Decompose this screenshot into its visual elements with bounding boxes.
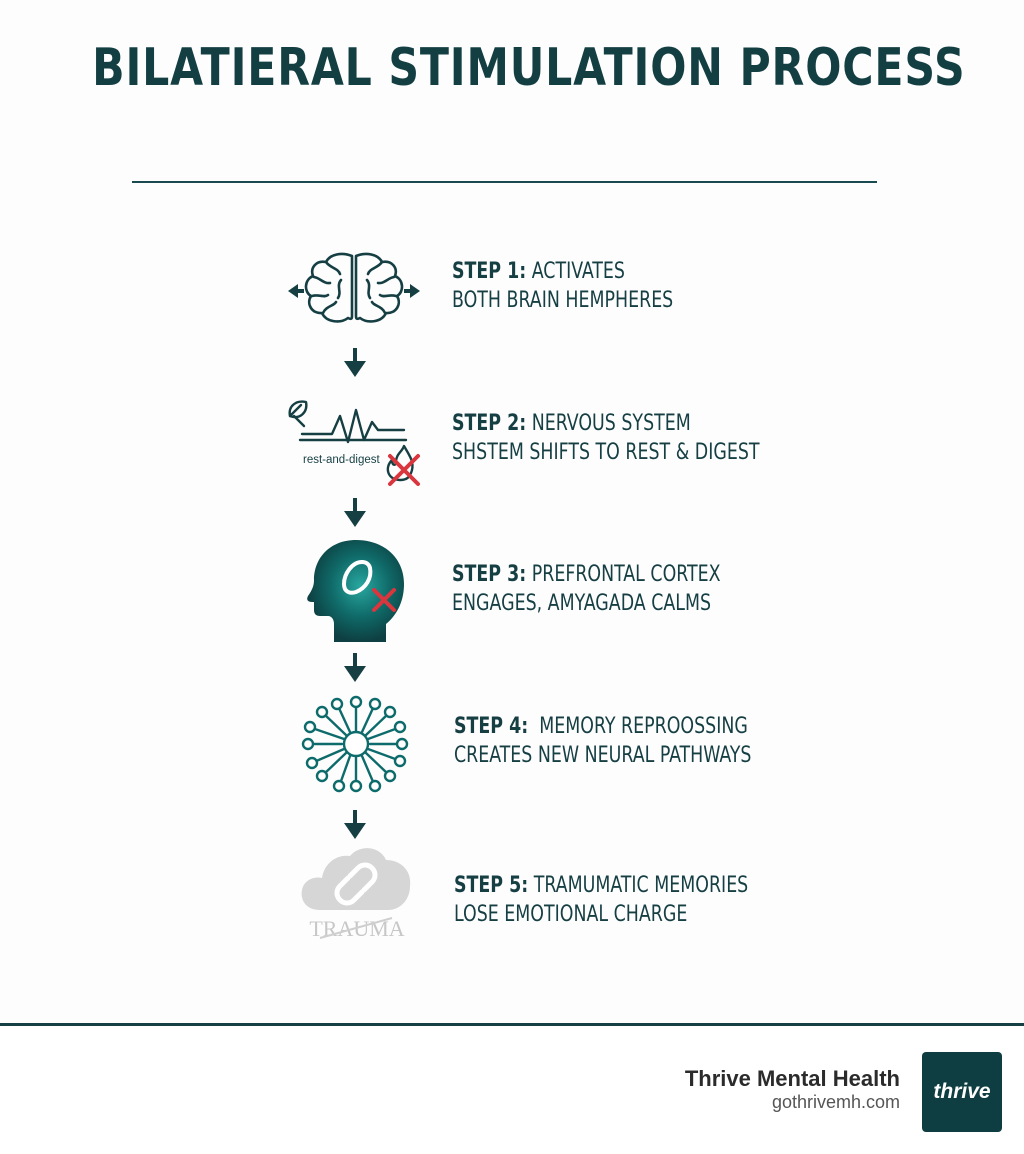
step-1-label: STEP 1: [452, 258, 527, 284]
step-1-line2: BOTH BRAIN HEMPHERES [452, 287, 674, 313]
step-3-line1: PREFRONTAL CORTEX [531, 561, 721, 587]
thrive-logo: thrive [922, 1052, 1002, 1132]
neural-network-icon [301, 695, 409, 793]
step-2-line2: SHSTEM SHIFTS TO REST & DIGEST [452, 439, 760, 465]
step-4-line2: CREATES NEW NEURAL PATHWAYS [454, 742, 752, 768]
nervous-system-wave-icon: rest-and-digest [288, 400, 420, 486]
step-2-label: STEP 2: [452, 410, 527, 436]
footer [0, 1026, 1024, 1154]
trauma-cloud-icon: TRAUMA [301, 848, 411, 941]
step-4-label: STEP 4: [454, 713, 529, 739]
step-5-line1: TRAMUMATIC MEMORIES [533, 872, 749, 898]
down-arrow-icon [344, 348, 366, 377]
step-3-line2: ENGAGES, AMYAGADA CALMS [452, 590, 712, 616]
brain-hemispheres-icon [288, 252, 420, 323]
down-arrow-icon [344, 498, 366, 527]
step-3-text: STEP 3: PREFRONTAL CORTEX ENGAGES, AMYAG… [452, 560, 721, 618]
down-arrow-icon [344, 653, 366, 682]
footer-divider [0, 1023, 1024, 1026]
step-3-label: STEP 3: [452, 561, 527, 587]
brand-url[interactable]: gothrivemh.com [771, 1092, 900, 1112]
down-arrow-icon [344, 810, 366, 839]
rest-and-digest-caption: rest-and-digest [303, 454, 381, 466]
step-5-text: STEP 5: TRAMUMATIC MEMORIES LOSE EMOTION… [454, 871, 748, 929]
step-2-line1: NERVOUS SYSTEM [531, 410, 691, 436]
head-amygdala-icon [307, 540, 404, 642]
step-2-text: STEP 2: NERVOUS SYSTEM SHSTEM SHIFTS TO … [452, 409, 760, 467]
logo-text: thrive [933, 1080, 991, 1103]
title-divider [132, 181, 877, 183]
step-1-line1: ACTIVATES [531, 258, 625, 284]
step-4-line1: MEMORY REPROOSSING [533, 713, 748, 739]
brand-name: Thrive Mental Health [684, 1066, 900, 1091]
page-title: BILATIERAL STIMULATION PROCESS [92, 38, 966, 98]
step-4-text: STEP 4: MEMORY REPROOSSING CREATES NEW N… [454, 712, 751, 770]
step-5-label: STEP 5: [454, 872, 529, 898]
step-1-text: STEP 1: ACTIVATES BOTH BRAIN HEMPHERES [452, 257, 673, 315]
step-5-line2: LOSE EMOTIONAL CHARGE [454, 901, 688, 927]
